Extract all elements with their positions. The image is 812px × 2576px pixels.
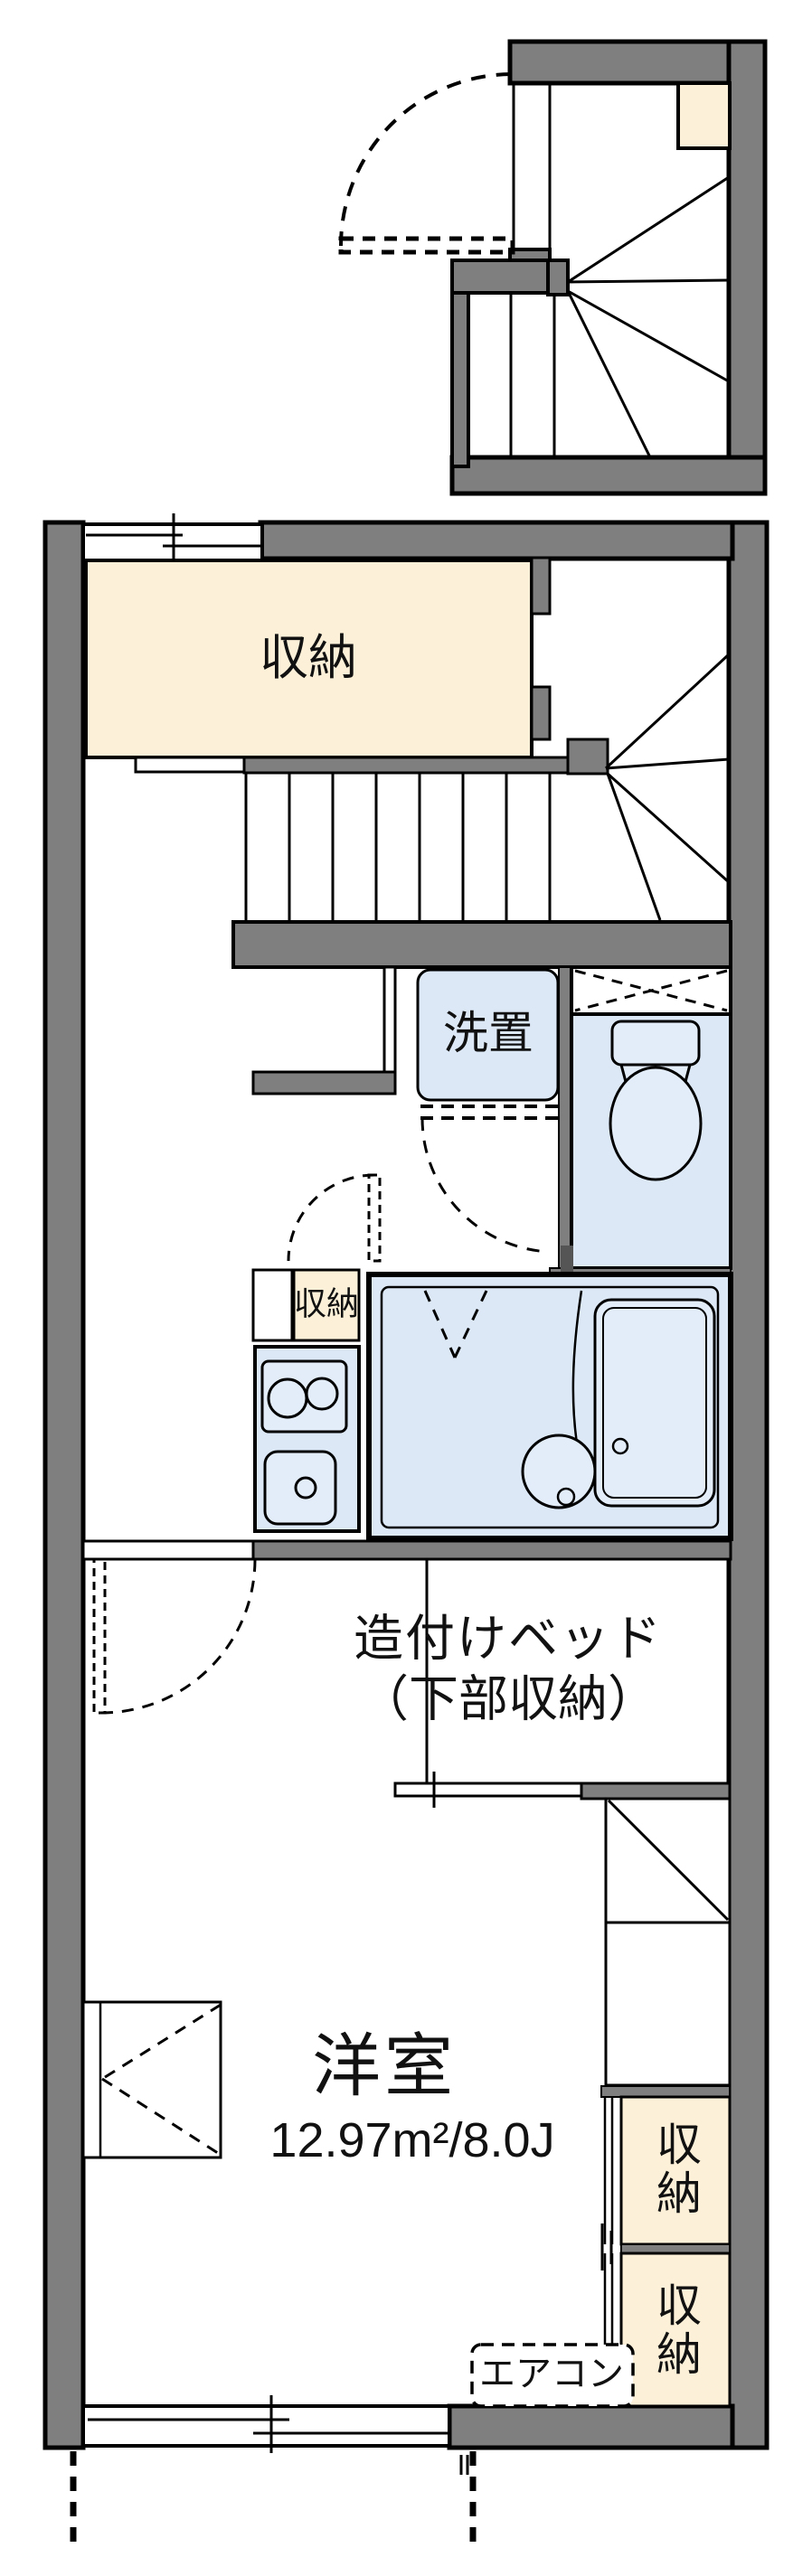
bathtub-inner [602,1307,707,1499]
wall [251,1070,397,1095]
toilet-bowl [609,1066,703,1181]
stair-railing [134,756,246,774]
right-closet-column [600,1797,732,2408]
wall [449,455,768,496]
wall [242,756,581,775]
wall-right [726,520,770,2450]
main-unit [42,513,770,2549]
label-bed-line2: （下部収納） [358,1670,658,1727]
bathtub-drain [611,1437,629,1455]
label-aircon: エアコン [479,2354,624,2394]
window-bottom [81,2395,469,2475]
stove [260,1359,348,1434]
bay-window [81,2000,222,2159]
wall [726,39,768,496]
entry-door-swing-arc [339,72,514,247]
tall-closet [604,1797,732,2087]
kitchen-sink [263,1450,337,1526]
bed-front-edge [393,1782,583,1798]
overhead-cabinet-x-mark [574,969,728,1012]
closet-top [84,559,533,759]
wall [231,920,732,969]
label-kitchen-storage: 収納 [293,1284,360,1322]
shoe-cabinet [676,81,732,150]
washroom-door-swing-arc [420,1117,550,1254]
stair-winder-line [606,773,662,921]
stair-newel-post [566,738,609,776]
entry-stair-block [338,39,768,496]
label-bed-line1: 造付けベッド [353,1610,664,1667]
storage-box-1 [619,2095,732,2246]
wash-bowl [521,1434,597,1509]
window-opening-mark [101,2077,222,2157]
entry-door-leaf [338,236,515,255]
wall [507,39,768,86]
partition-wall [382,965,397,1076]
label-room-name: 洋室 [312,2027,457,2105]
stair-winder-line [605,757,730,770]
wall-left [42,520,86,2450]
wall-bottom [447,2403,735,2450]
stair-winder-line [606,772,731,884]
wall [530,556,552,616]
door-hinge-post [561,1246,573,1274]
wall [530,685,552,741]
air-conditioner-box [470,2343,635,2408]
bathroom [366,1272,733,1541]
wash-bowl-drain [556,1487,576,1507]
window-opening-mark [101,2003,222,2081]
window-top [81,513,264,571]
wall [580,1782,732,1800]
toilet-room [549,965,732,1280]
stair-winder-line [604,653,731,770]
room-door-swing-arc [287,1173,375,1262]
room-entry-door-swing-arc [100,1558,257,1715]
closet-diagonal [607,1799,730,1922]
sink-drain [294,1476,317,1500]
kitchen-storage-box [292,1268,361,1342]
stair-winder-line [567,175,730,284]
stair-winder-line [567,289,730,383]
storage-box-2 [619,2252,732,2408]
label-washer: 洗置 [443,1008,533,1058]
label-room-area: 12.97m²/8.0J [269,2112,555,2167]
unit-bath-rim [380,1285,720,1529]
stove-burner [305,1377,339,1411]
stair-winder-line [566,290,651,456]
bathtub [593,1298,716,1508]
staircase-2f [134,653,732,969]
toilet-tank [610,1020,701,1067]
stair-newel-post [546,259,570,296]
kitchen-area [251,1268,361,1533]
room-door-leaf [367,1173,382,1263]
label-storage-right-1: 収納 [650,2120,701,2218]
label-closet-top: 収納 [260,630,357,685]
room-entry-opening [81,1539,255,1561]
wall [558,966,572,1280]
room-entry-door-leaf [92,1557,107,1715]
kitchen-side-cabinet [251,1268,294,1342]
label-storage-right-2: 収納 [650,2281,701,2379]
wall [600,2085,731,2098]
wall-top [258,520,735,561]
stair-winder-line [567,278,730,284]
wall [251,1539,732,1561]
washroom-area [251,965,560,1263]
